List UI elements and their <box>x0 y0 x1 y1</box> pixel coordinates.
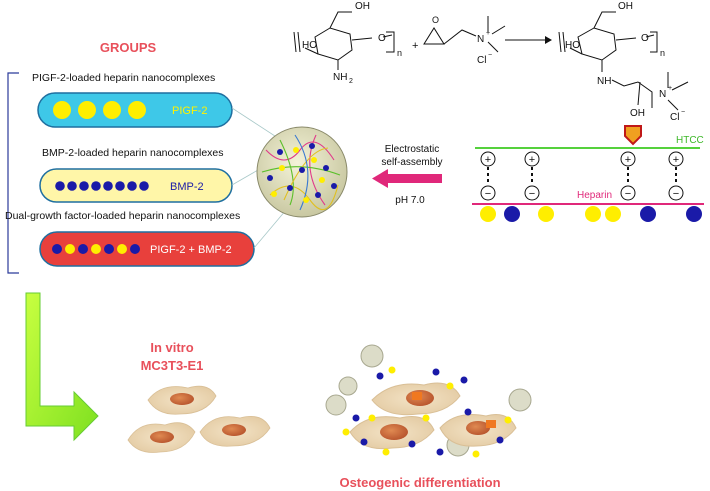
reagent-n: N <box>477 34 484 45</box>
undifferentiated-cells <box>127 385 271 453</box>
negative-charge-sign: − <box>529 188 535 200</box>
negative-charge-sign: − <box>485 188 491 200</box>
reactant-oh: OH <box>355 1 370 12</box>
cell <box>147 385 217 415</box>
bmp-pill-label: BMP-2 <box>170 181 204 193</box>
charge-pair: +− <box>524 151 540 201</box>
invitro-line2: MC3T3-E1 <box>141 358 204 373</box>
reaction-arrow <box>505 36 552 44</box>
chevron-marker-icon <box>624 125 642 146</box>
product-structure <box>558 11 689 111</box>
positive-charge-sign: + <box>485 154 491 166</box>
heparin-label: Heparin <box>577 190 612 201</box>
reagent-cl: Cl <box>477 55 486 66</box>
charge-pair: +− <box>480 151 496 201</box>
outcome-label: Osteogenic differentiation <box>339 475 500 490</box>
product-cl: Cl <box>670 112 679 123</box>
reactant-nh: NH <box>333 72 347 83</box>
product-charge: + <box>668 85 672 92</box>
process-line1: Electrostatic <box>385 144 439 155</box>
group-caption-pigf: PIGF-2-loaded heparin nanocomplexes <box>32 72 215 84</box>
pill-connectors <box>231 107 287 249</box>
charge-pairs: +−+−+−+− <box>480 151 684 201</box>
reaction-plus: + <box>412 40 418 52</box>
dual-nanocomplex-pill: PIGF-2 + BMP-2 <box>39 231 255 267</box>
cell <box>199 415 271 447</box>
reagent-cl-charge: − <box>488 52 492 59</box>
workflow-arrow-icon <box>25 292 99 442</box>
reactant-ho: HO <box>302 40 317 51</box>
product-ring-o: O <box>641 33 649 44</box>
product-nh: NH <box>597 76 611 87</box>
charge-pair: +− <box>668 151 684 201</box>
reactant-repeat-n: n <box>397 48 402 58</box>
groups-bracket <box>7 72 19 274</box>
product-oh2: OH <box>630 108 645 119</box>
positive-charge-sign: + <box>529 154 535 166</box>
differentiated-cells <box>325 344 532 458</box>
self-assembly-arrow <box>372 169 442 188</box>
negative-charge-sign: − <box>625 188 631 200</box>
reagent-epoxide-o: O <box>432 15 439 25</box>
ph-label: pH 7.0 <box>395 195 425 206</box>
positive-charge-sign: + <box>673 154 679 166</box>
negative-charge-sign: − <box>673 188 679 200</box>
reactant-nh-sub: 2 <box>349 78 353 85</box>
group-caption-dual: Dual-growth factor-loaded heparin nanoco… <box>5 210 240 222</box>
charge-pair: +− <box>620 151 636 201</box>
htcc-label: HTCC <box>676 135 704 146</box>
reactant-structure <box>293 11 395 70</box>
product-cl-charge: − <box>681 109 685 116</box>
product-n: N <box>659 89 666 100</box>
reagent-structure <box>423 16 506 53</box>
invitro-line1: In vitro <box>150 340 193 355</box>
cell <box>127 422 196 453</box>
product-repeat-n: n <box>660 48 665 58</box>
product-ho: HO <box>565 40 580 51</box>
bmp-nanocomplex-pill: BMP-2 <box>39 168 233 203</box>
groups-heading: GROUPS <box>100 40 157 55</box>
dual-pill-label: PIGF-2 + BMP-2 <box>150 244 232 256</box>
pigf-pill-label: PIGF-2 <box>172 105 207 117</box>
group-caption-bmp: BMP-2-loaded heparin nanocomplexes <box>42 147 224 159</box>
pigf-nanocomplex-pill: PIGF-2 <box>37 92 233 128</box>
reagent-charge: + <box>486 30 490 37</box>
reactant-ring-o: O <box>378 33 386 44</box>
process-line2: self-assembly <box>381 157 442 168</box>
heparin-particles <box>480 206 702 222</box>
nanocomplex-sphere <box>256 126 348 218</box>
product-oh: OH <box>618 1 633 12</box>
positive-charge-sign: + <box>625 154 631 166</box>
